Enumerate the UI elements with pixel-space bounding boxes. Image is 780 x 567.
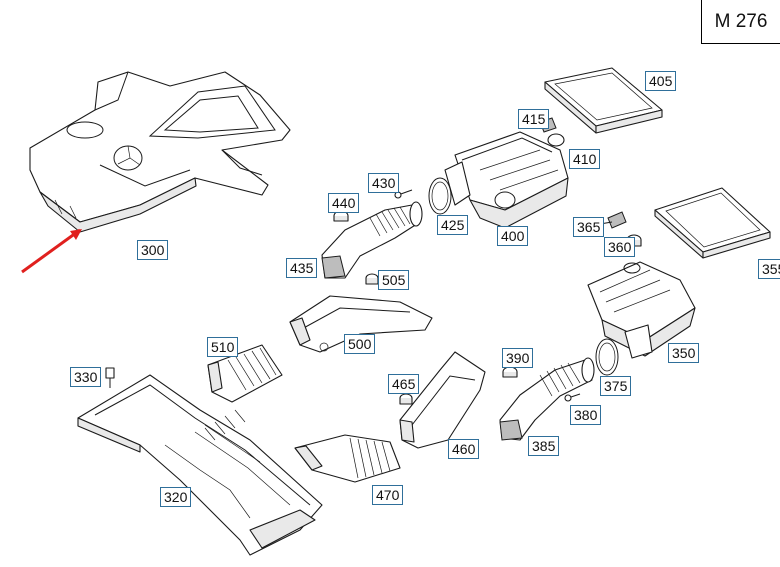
part-380-screw [564, 393, 581, 402]
callout-470[interactable]: 470 [372, 485, 404, 505]
part-435-intake-duct [321, 201, 423, 279]
part-400-air-filter-housing [444, 131, 569, 229]
callout-425[interactable]: 425 [437, 215, 469, 235]
callout-355[interactable]: 355 [758, 259, 780, 279]
callout-505[interactable]: 505 [378, 270, 410, 290]
callout-405[interactable]: 405 [645, 71, 677, 91]
red-pointer-arrow [21, 228, 81, 274]
callout-300[interactable]: 300 [137, 240, 169, 260]
part-300-engine-cover [29, 71, 291, 233]
callout-365[interactable]: 365 [573, 217, 605, 237]
callout-400[interactable]: 400 [497, 226, 529, 246]
part-425-seal-ring-inner [431, 181, 449, 211]
part-405-air-filter [544, 67, 663, 134]
part-510-bellows-duct [207, 344, 283, 403]
part-470-bellows-duct [294, 434, 401, 483]
part-320-lower-duct [77, 374, 323, 556]
part-375-seal-ring-inner [598, 342, 616, 372]
callout-375[interactable]: 375 [600, 376, 632, 396]
callout-380[interactable]: 380 [570, 405, 602, 425]
part-505-clip [365, 273, 379, 285]
callout-440[interactable]: 440 [328, 193, 360, 213]
callout-320[interactable]: 320 [160, 487, 192, 507]
part-425-seal-ring [428, 177, 452, 215]
callout-330[interactable]: 330 [70, 367, 102, 387]
callout-465[interactable]: 465 [388, 374, 420, 394]
part-440-nut [333, 210, 349, 222]
callout-350[interactable]: 350 [668, 343, 700, 363]
callout-415[interactable]: 415 [518, 109, 550, 129]
callout-500[interactable]: 500 [344, 334, 376, 354]
callout-460[interactable]: 460 [448, 439, 480, 459]
callout-435[interactable]: 435 [286, 258, 318, 278]
part-350-air-filter-housing [587, 261, 696, 359]
part-465-clip [399, 393, 413, 405]
part-390-nut [502, 366, 518, 378]
part-385-intake-duct [499, 357, 595, 441]
callout-430[interactable]: 430 [368, 173, 400, 193]
part-500-intake-duct [289, 295, 433, 353]
red-arrowhead [70, 229, 82, 240]
part-375-seal-ring [595, 338, 619, 376]
callout-360[interactable]: 360 [604, 237, 636, 257]
callout-510[interactable]: 510 [207, 337, 239, 357]
part-355-air-filter [654, 187, 771, 259]
callout-390[interactable]: 390 [502, 348, 534, 368]
model-label: M 276 [701, 0, 780, 44]
callout-385[interactable]: 385 [528, 436, 560, 456]
part-460-intake-duct [399, 351, 486, 449]
part-330-plug [105, 367, 115, 388]
callout-410[interactable]: 410 [569, 149, 601, 169]
